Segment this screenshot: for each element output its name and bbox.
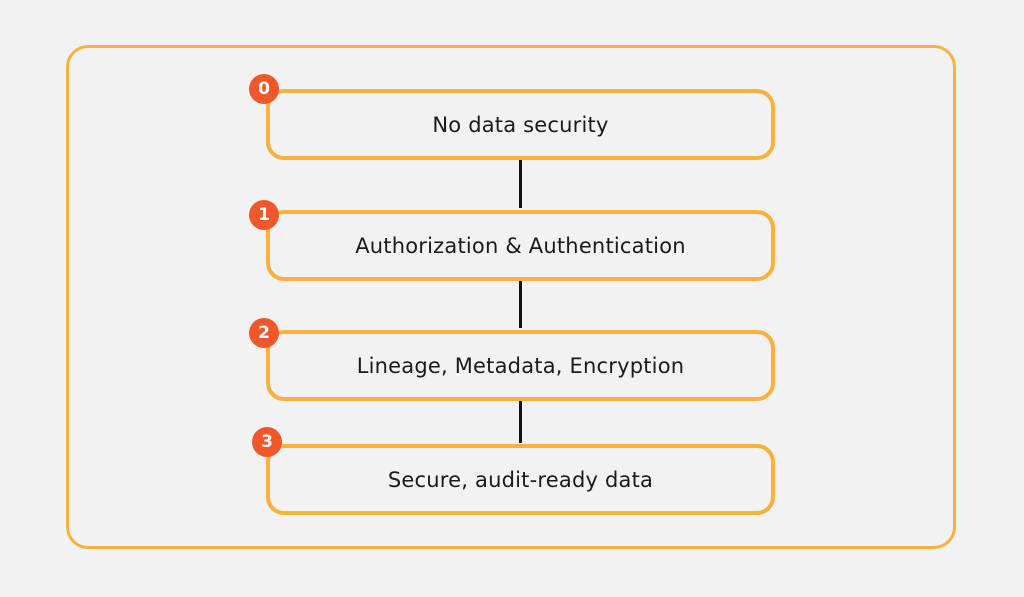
step-number-badge: 0: [249, 74, 279, 104]
step-box-1: Authorization & Authentication: [266, 210, 775, 281]
step-box-3: Secure, audit-ready data: [266, 444, 775, 515]
step-label: Secure, audit-ready data: [387, 467, 654, 492]
step-label: No data security: [432, 112, 609, 137]
step-number-badge: 3: [252, 427, 282, 457]
connector-line: [519, 401, 522, 443]
connector-line: [519, 160, 522, 208]
connector-line: [519, 281, 522, 328]
step-box-2: Lineage, Metadata, Encryption: [266, 330, 775, 401]
step-number-badge: 1: [249, 200, 279, 230]
outer-frame: [66, 45, 956, 549]
step-box-0: No data security: [266, 89, 775, 160]
step-label: Lineage, Metadata, Encryption: [356, 353, 685, 378]
step-number-badge: 2: [249, 318, 279, 348]
step-label: Authorization & Authentication: [355, 233, 686, 258]
